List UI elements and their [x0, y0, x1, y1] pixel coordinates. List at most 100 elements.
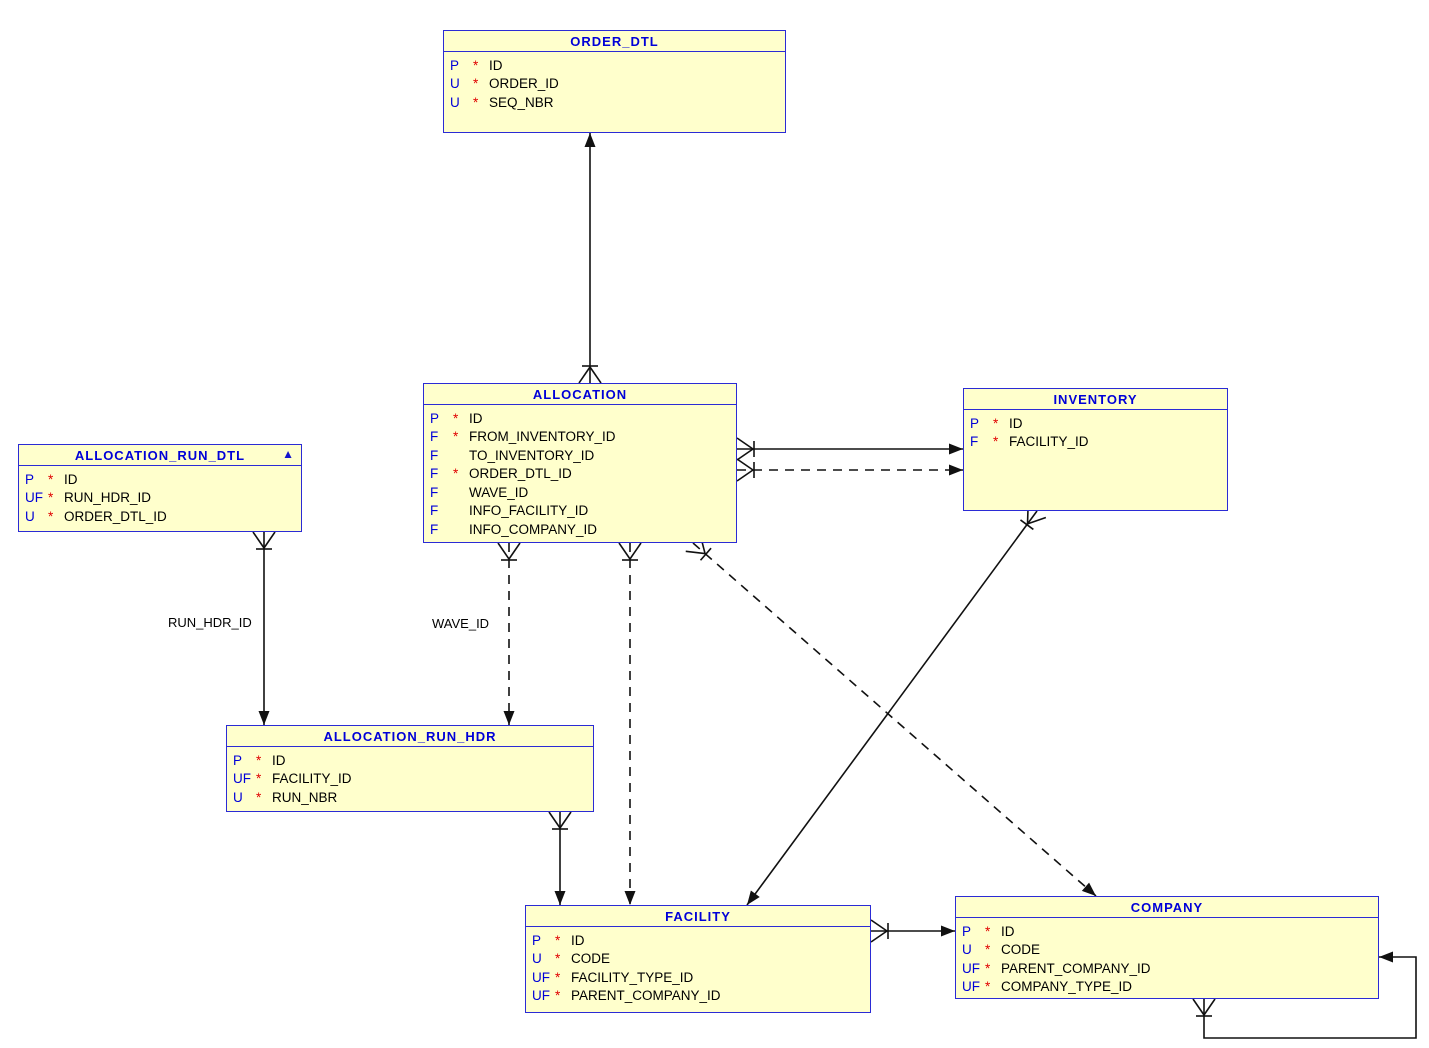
mandatory-star: *: [473, 57, 479, 73]
column-name: ORDER_DTL_ID: [64, 508, 167, 524]
key-letter: UF: [25, 490, 43, 506]
arrowhead-icon: [258, 711, 270, 725]
key-letter: P: [970, 415, 980, 431]
column-row-id[interactable]: P*ID: [444, 56, 785, 75]
column-name: ID: [571, 932, 585, 948]
mandatory-star: *: [453, 466, 459, 482]
relationship-allocation-to-inventory[interactable]: [736, 458, 963, 482]
mandatory-star: *: [453, 429, 459, 445]
column-name: ID: [489, 57, 503, 73]
entity-header[interactable]: INVENTORY: [964, 389, 1227, 410]
column-row-code[interactable]: U*CODE: [526, 950, 870, 969]
column-row-parent_company_id[interactable]: UF*PARENT_COMPANY_ID: [526, 987, 870, 1006]
key-letter: UF: [962, 960, 980, 976]
key-letter: UF: [532, 988, 550, 1004]
entity-title: INVENTORY: [1053, 391, 1138, 407]
relationship-run-dtl-to-run-hdr[interactable]: [252, 531, 276, 725]
mandatory-star: *: [555, 969, 561, 985]
column-row-seq_nbr[interactable]: U*SEQ_NBR: [444, 93, 785, 112]
column-row-order_id[interactable]: U * ORDER_ID: [444, 75, 785, 94]
column-row-code[interactable]: U*CODE: [956, 941, 1378, 960]
column-row-id[interactable]: P*ID: [964, 414, 1227, 433]
relationship-facility-to-company[interactable]: [870, 919, 955, 943]
arrowhead-icon: [554, 891, 566, 905]
entity-header[interactable]: ALLOCATION_RUN_DTL▲: [19, 445, 301, 466]
key-letter: F: [430, 484, 439, 500]
entity-title: FACILITY: [665, 908, 731, 924]
relationship-allocation-wave-to-run-hdr[interactable]: [497, 542, 521, 725]
column-name: FACILITY_ID: [272, 771, 352, 787]
column-row-id[interactable]: P*ID: [956, 922, 1378, 941]
column-name: RUN_HDR_ID: [64, 490, 152, 506]
column-name: ID: [272, 752, 286, 768]
relationship-allocation-info-facility[interactable]: [618, 542, 642, 905]
mandatory-star: *: [985, 942, 991, 958]
entity-header[interactable]: FACILITY: [526, 906, 870, 927]
entity-header[interactable]: ALLOCATION: [424, 384, 736, 405]
mandatory-star: *: [256, 789, 262, 805]
column-row-parent_company_id[interactable]: UF * PARENT_COMPANY_ID: [956, 959, 1378, 978]
mandatory-star: *: [993, 434, 999, 450]
column-row-facility_type_id[interactable]: UF*FACILITY_TYPE_ID: [526, 968, 870, 987]
column-name: ID: [1009, 415, 1023, 431]
mandatory-star: *: [256, 752, 262, 768]
column-name: CODE: [571, 951, 611, 967]
key-letter: F: [970, 434, 979, 450]
relationship-company-self-reference[interactable]: [1192, 951, 1417, 1039]
key-letter: P: [25, 471, 35, 487]
column-row-run_nbr[interactable]: U*RUN_NBR: [227, 788, 593, 807]
mandatory-star: *: [473, 76, 479, 92]
column-row-from_inventory_id[interactable]: F*FROM_INVENTORY_ID: [424, 428, 736, 447]
entity-header[interactable]: ALLOCATION_RUN_HDR: [227, 726, 593, 747]
relationship-run-hdr-to-facility[interactable]: [548, 811, 572, 905]
column-row-id[interactable]: P*ID: [19, 470, 301, 489]
column-name: PARENT_COMPANY_ID: [1001, 960, 1151, 976]
relationship-allocation-info-company[interactable]: [685, 534, 1097, 897]
column-row-facility_id[interactable]: UF*FACILITY_ID: [227, 770, 593, 789]
entity-header[interactable]: COMPANY: [956, 897, 1378, 918]
key-letter: U: [450, 94, 460, 110]
mandatory-star: *: [985, 960, 991, 976]
column-row-id[interactable]: P * ID: [227, 751, 593, 770]
column-row-id[interactable]: P*ID: [424, 409, 736, 428]
column-name: PARENT_COMPANY_ID: [571, 988, 721, 1004]
column-name: ID: [1001, 923, 1015, 939]
relationship-inventory-to-facility[interactable]: [746, 504, 1047, 906]
entity-header[interactable]: ORDER_DTL: [444, 31, 785, 52]
column-row-run_hdr_id[interactable]: UF*RUN_HDR_ID: [19, 489, 301, 508]
column-row-order_dtl_id[interactable]: U*ORDER_DTL_ID: [19, 507, 301, 526]
column-row-wave_id[interactable]: F WAVE_ID: [424, 483, 736, 502]
column-row-company_type_id[interactable]: UF*COMPANY_TYPE_ID: [956, 978, 1378, 997]
entity-title: ALLOCATION_RUN_HDR: [323, 728, 497, 744]
column-row-facility_id[interactable]: F*FACILITY_ID: [964, 433, 1227, 452]
relationship-allocation-from-inventory[interactable]: [736, 437, 963, 461]
column-name: ORDER_ID: [489, 76, 559, 92]
column-row-id[interactable]: P*ID: [526, 931, 870, 950]
key-letter: P: [233, 752, 243, 768]
key-letter: U: [450, 76, 460, 92]
arrowhead-icon: [1081, 882, 1096, 896]
column-name: CODE: [1001, 942, 1041, 958]
column-name: WAVE_ID: [469, 484, 529, 500]
column-name: ORDER_DTL_ID: [469, 466, 572, 482]
column-row-order_dtl_id[interactable]: F*ORDER_DTL_ID: [424, 465, 736, 484]
relationship-allocation-to-order-dtl[interactable]: [578, 133, 602, 384]
key-letter: F: [430, 429, 439, 445]
mandatory-star: *: [48, 508, 54, 524]
arrowhead-icon: [949, 443, 963, 455]
